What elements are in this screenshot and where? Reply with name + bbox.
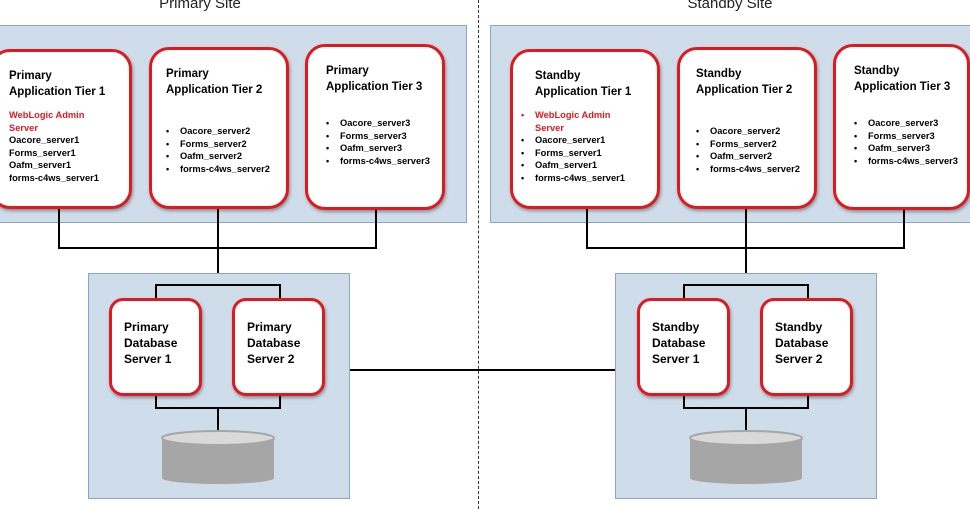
primary-app-tier-1[interactable]: Primary Application Tier 1 WebLogic Admi… [0,49,132,209]
connector [217,209,219,249]
server-item: Oacore_server1 [9,135,80,145]
connector [807,284,809,300]
standby-site-title: Standby Site [687,0,773,12]
server-item: forms-c4ws_server2 [696,163,806,176]
primary-site-title: Primary Site [159,0,241,12]
server-item: Oafm_server2 [696,150,806,163]
server-item: Oacore_server2 [696,125,806,138]
replication-link [350,369,615,371]
server-item: Forms_server1 [521,147,649,160]
connector [903,210,905,249]
connector [217,247,219,285]
connector [58,209,60,249]
server-item: Forms_server3 [326,130,434,143]
connector [807,394,809,408]
connector [279,284,281,300]
connector [375,210,377,249]
primary-database-server-1[interactable]: Primary Database Server 1 [109,298,202,396]
standby-app-tier-3[interactable]: Standby Application Tier 3 Oacore_server… [833,44,970,210]
connector [217,407,219,435]
connector [155,394,157,408]
server-item: Oafm_server3 [326,142,434,155]
weblogic-admin-server: WebLogic Admin Server [9,110,85,133]
connector [745,407,747,435]
connector [745,209,747,249]
server-item: forms-c4ws_server3 [854,155,959,168]
connector [155,284,281,286]
node-title: Primary Application Tier 2 [166,68,263,96]
primary-database-server-2[interactable]: Primary Database Server 2 [232,298,325,396]
server-item: Oacore_server3 [326,117,434,130]
server-item: forms-c4ws_server2 [166,163,278,176]
server-item: forms-c4ws_server1 [9,172,99,183]
standby-database-server-1[interactable]: Standby Database Server 1 [637,298,730,396]
connector [683,394,685,408]
server-item: Forms_server2 [166,138,278,151]
server-item: Oacore_server2 [166,125,278,138]
site-divider [478,0,479,509]
connector [683,284,685,300]
server-item: Oacore_server3 [854,117,959,130]
server-item: Oafm_server3 [854,142,959,155]
primary-storage-disk-icon [161,430,275,484]
server-item: Oacore_server1 [521,134,649,147]
standby-app-tier-2[interactable]: Standby Application Tier 2 Oacore_server… [677,47,817,209]
node-title: Standby Application Tier 3 [854,65,951,93]
server-item: Oafm_server1 [521,159,649,172]
server-item: Forms_server3 [854,130,959,143]
server-item: Oafm_server2 [166,150,278,163]
node-title: Standby Application Tier 1 [535,70,632,98]
server-item: Oafm_server1 [9,160,72,170]
primary-app-tier-3[interactable]: Primary Application Tier 3 Oacore_server… [305,44,445,210]
standby-app-tier-1[interactable]: Standby Application Tier 1 WebLogic Admi… [510,49,660,209]
node-title: Primary Application Tier 1 [9,70,106,98]
server-item: forms-c4ws_server1 [521,172,649,185]
connector [155,284,157,300]
connector [745,247,747,285]
weblogic-admin-server: WebLogic Admin Server [521,109,649,134]
connector [279,394,281,408]
connector [683,284,809,286]
node-title: Primary Application Tier 3 [326,65,423,93]
node-title: Standby Application Tier 2 [696,68,793,96]
connector [586,209,588,249]
server-item: Forms_server2 [696,138,806,151]
primary-app-tier-2[interactable]: Primary Application Tier 2 Oacore_server… [149,47,289,209]
server-item: forms-c4ws_server3 [326,155,434,168]
standby-database-server-2[interactable]: Standby Database Server 2 [760,298,853,396]
server-item: Forms_server1 [9,147,76,158]
standby-storage-disk-icon [689,430,803,484]
